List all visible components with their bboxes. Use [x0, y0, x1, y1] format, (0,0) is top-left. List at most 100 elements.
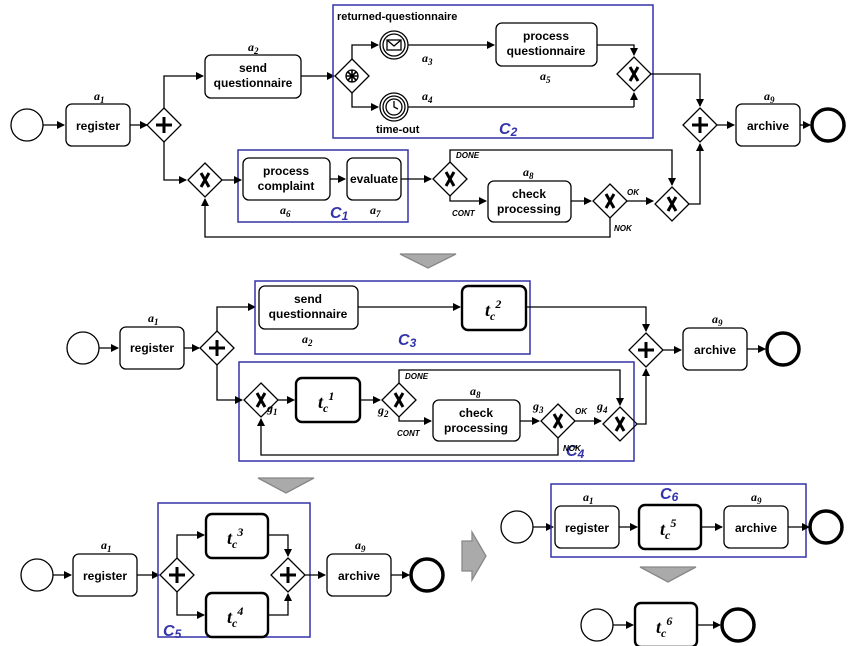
task-label: register — [76, 119, 120, 133]
activity-label: a9 — [355, 538, 366, 554]
task-label: register — [83, 569, 127, 583]
gateway-label: g1 — [266, 401, 278, 417]
activity-label: a2 — [248, 40, 259, 56]
task-label: check — [459, 406, 493, 420]
condition-label: OK — [627, 188, 640, 197]
start-event — [580, 608, 614, 642]
transformation-arrow — [639, 566, 697, 583]
activity-label: a1 — [583, 490, 594, 506]
component-label: C2 — [499, 121, 518, 139]
section-5 — [580, 601, 756, 646]
task-label: register — [130, 341, 174, 355]
task-label: send — [239, 61, 267, 75]
component-c2 — [332, 4, 654, 139]
task-tc3 — [204, 512, 270, 560]
clock-icon — [379, 92, 409, 122]
start-event — [20, 558, 54, 592]
activity-label: a9 — [712, 312, 723, 328]
section-4 — [500, 483, 844, 558]
component-label: C3 — [398, 332, 417, 350]
activity-label: a6 — [280, 203, 291, 219]
xor-gateway — [602, 406, 638, 442]
task-label: complaint — [258, 179, 315, 193]
transformation-arrow — [461, 529, 487, 583]
component-c4 — [238, 361, 635, 462]
component-c1 — [237, 149, 409, 223]
end-event — [808, 509, 844, 545]
and-gateway — [146, 107, 182, 143]
task-label: process — [263, 164, 309, 178]
task-label: evaluate — [350, 172, 398, 186]
xor-gateway — [187, 162, 223, 198]
labels: register send questionnaire process ques… — [76, 11, 789, 641]
activity-label: a2 — [302, 332, 313, 348]
task-label: archive — [735, 521, 777, 535]
task-label: send — [294, 292, 322, 306]
xor-gateway — [243, 382, 279, 418]
end-event — [409, 557, 445, 593]
task-label: register — [565, 521, 609, 535]
activity-label: a9 — [751, 490, 762, 506]
component-c3 — [254, 280, 531, 355]
condition-label: DONE — [405, 372, 429, 381]
task-label: archive — [338, 569, 380, 583]
xor-gateway — [592, 183, 628, 219]
task-tc4-label: tc4 — [227, 604, 243, 630]
task-label: archive — [747, 119, 789, 133]
component-label: C6 — [660, 486, 679, 504]
activity-label: a8 — [523, 165, 534, 181]
task-tc2-label: tc2 — [485, 297, 501, 323]
transformation-arrow — [257, 477, 315, 494]
start-event — [10, 108, 44, 142]
xor-gateway — [616, 56, 652, 92]
activity-label: a3 — [422, 51, 433, 67]
and-gateway — [270, 557, 306, 593]
component-label: C4 — [566, 443, 585, 461]
task-label: questionnaire — [269, 307, 348, 321]
transformation-arrow — [399, 253, 457, 269]
xor-gateway — [540, 403, 576, 439]
condition-label: OK — [575, 407, 588, 416]
end-event — [765, 331, 801, 367]
activity-label: a9 — [764, 89, 775, 105]
gateway-label: g3 — [532, 399, 544, 415]
task-label: archive — [694, 343, 736, 357]
xor-gateway — [654, 186, 690, 222]
section-2 — [66, 280, 801, 462]
activity-label: a1 — [94, 89, 105, 105]
task-label: process — [523, 29, 569, 43]
start-event — [66, 331, 100, 365]
event-label: returned-questionnaire — [337, 11, 457, 23]
activity-label: a7 — [370, 203, 381, 219]
task-tc5-label: tc5 — [660, 516, 676, 542]
and-gateway — [628, 332, 664, 368]
component-label: C5 — [163, 623, 182, 641]
end-event — [720, 607, 756, 643]
envelope-icon — [379, 30, 409, 60]
task-tc6-label: tc6 — [656, 614, 672, 640]
activity-label: a4 — [422, 89, 433, 105]
section-1 — [10, 4, 846, 238]
and-gateway — [682, 107, 718, 143]
component-c6 — [550, 483, 807, 558]
condition-label: CONT — [452, 209, 476, 218]
start-event — [500, 510, 534, 544]
and-gateway — [159, 557, 195, 593]
task-tc1-label: tc1 — [318, 389, 334, 415]
task-label: questionnaire — [507, 44, 586, 58]
activity-label: a1 — [148, 311, 159, 327]
activity-label: a1 — [101, 538, 112, 554]
task-tc2 — [460, 284, 528, 332]
task-label: processing — [444, 421, 508, 435]
activity-label: a8 — [470, 384, 481, 400]
and-gateway — [199, 330, 235, 366]
task-tc3-label: tc3 — [227, 525, 243, 551]
condition-label: NOK — [563, 444, 582, 453]
gateway-label: g4 — [596, 399, 608, 415]
condition-label: DONE — [456, 151, 480, 160]
event-based-gateway — [334, 58, 370, 94]
end-event — [810, 107, 846, 143]
component-label: C1 — [330, 205, 349, 223]
condition-label: NOK — [614, 224, 633, 233]
